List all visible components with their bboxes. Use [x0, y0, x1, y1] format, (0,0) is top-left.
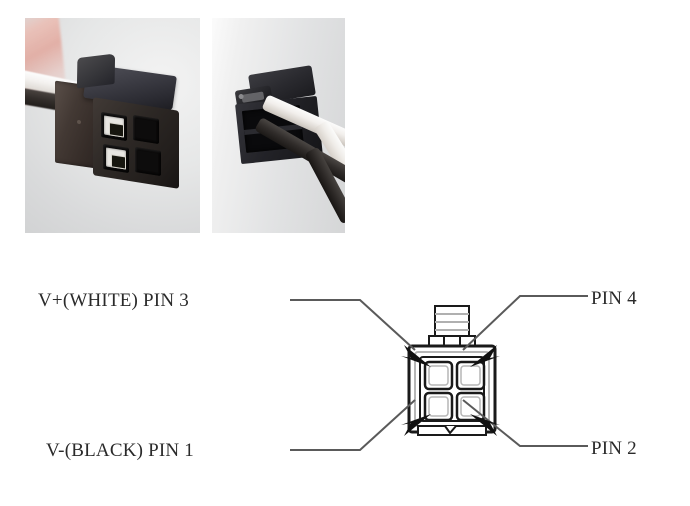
connector-cavity-1 [101, 111, 127, 142]
leader-line-pin3 [290, 299, 416, 351]
diagram-vector-layer [290, 295, 588, 451]
terminal-contact [109, 122, 124, 138]
leader-lines [290, 295, 588, 451]
arrowhead-pin2 [470, 414, 500, 436]
arrowhead-pin4 [470, 345, 500, 367]
cavity-inner [138, 150, 158, 173]
cavity-pin-1 [423, 391, 454, 422]
cavity-inner [106, 147, 126, 170]
photo-strip [0, 0, 690, 250]
connector-bottom-key [417, 425, 487, 436]
leader-line-pin1 [290, 399, 416, 451]
connector-latch-tower [428, 305, 476, 347]
connector-latch [76, 53, 116, 89]
arrowhead-pin3 [401, 345, 431, 367]
cavity-inner [136, 118, 156, 141]
cavity-inner [104, 115, 124, 138]
label-pin-1: V-(BLACK) PIN 1 [46, 440, 194, 461]
cavity-pin-3 [423, 360, 454, 391]
label-pin-2: PIN 2 [591, 438, 637, 459]
connector-housing [93, 97, 179, 189]
terminal-contact [111, 154, 126, 170]
leader-line-pin4 [462, 295, 588, 351]
pinout-diagram: V+(WHITE) PIN 3 V-(BLACK) PIN 1 PIN 4 PI… [0, 250, 690, 506]
label-pin-4: PIN 4 [591, 288, 637, 309]
connector-cavity-3 [103, 143, 129, 174]
leader-arrowheads [401, 345, 500, 436]
label-pin-3: V+(WHITE) PIN 3 [38, 290, 189, 311]
leader-line-pin2 [462, 399, 588, 447]
connector-cavity-4 [135, 146, 161, 177]
connector-front-view-photo [25, 18, 200, 233]
connector-cavities [423, 360, 486, 422]
connector-cavity-2 [133, 114, 159, 145]
connector-side-view-photo [212, 18, 345, 233]
cavity-pin-4 [455, 360, 486, 391]
arrowhead-pin1 [401, 414, 431, 436]
